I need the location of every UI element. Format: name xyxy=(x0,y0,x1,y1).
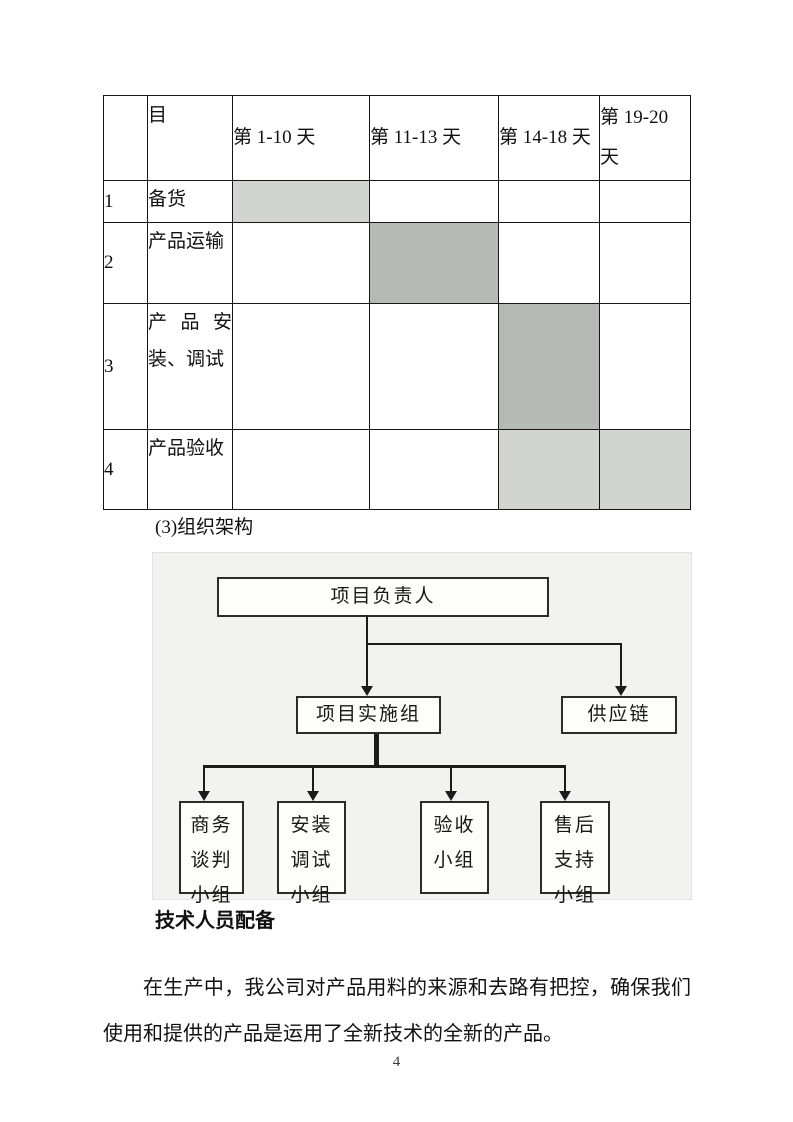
connector-line xyxy=(203,765,205,793)
day-cell xyxy=(369,180,499,223)
day-cell xyxy=(599,222,691,304)
gantt-bar-cell xyxy=(232,180,370,223)
section-label: (3)组织架构 xyxy=(155,517,254,538)
org-box-implementation-group: 项目实施组 xyxy=(296,696,441,734)
connector-line xyxy=(366,643,622,645)
row-number: 4 xyxy=(103,429,148,510)
task-label: 产品验收 xyxy=(147,429,233,510)
arrowhead-icon xyxy=(361,686,373,696)
header-day-col-2: 第 11-13 天 xyxy=(369,95,499,181)
connector-line xyxy=(620,643,622,687)
day-cell xyxy=(369,303,499,430)
header-day-col-3: 第 14-18 天 xyxy=(498,95,600,181)
connector-line xyxy=(374,734,379,768)
org-chart: 项目负责人 项目实施组 供应链 商务谈判小组 安装调试小组 验收小组 售后支持小… xyxy=(152,552,692,906)
task-label: 产品运输 xyxy=(147,222,233,304)
row-number: 3 xyxy=(103,303,148,430)
page-number: 4 xyxy=(392,1054,401,1070)
day-cell xyxy=(599,303,691,430)
org-box-after-sales-support-team: 售后支持小组 xyxy=(540,801,610,906)
arrowhead-icon xyxy=(198,791,210,801)
header-day-col-1: 第 1-10 天 xyxy=(232,95,370,181)
org-box-supply-chain: 供应链 xyxy=(561,696,677,734)
connector-line xyxy=(564,765,566,793)
gantt-bar-cell xyxy=(498,429,600,510)
connector-line xyxy=(366,643,368,687)
table-header-row: 目 第 1-10 天 第 11-13 天 第 14-18 天 第 19-20 天 xyxy=(103,95,691,181)
connector-line xyxy=(366,615,368,645)
row-number: 1 xyxy=(103,180,148,223)
connector-line xyxy=(204,765,566,768)
gantt-bar-cell xyxy=(369,222,499,304)
task-label: 备货 xyxy=(147,180,233,223)
day-cell xyxy=(232,429,370,510)
arrowhead-icon xyxy=(559,791,571,801)
org-box-install-debug-team: 安装调试小组 xyxy=(277,801,346,906)
connector-line xyxy=(312,765,314,793)
org-box-business-negotiation-team: 商务谈判小组 xyxy=(179,801,244,906)
day-cell xyxy=(498,180,600,223)
day-cell xyxy=(369,429,499,510)
day-cell xyxy=(498,222,600,304)
gantt-bar-cell xyxy=(599,429,691,510)
body-paragraph: 在生产中，我公司对产品用料的来源和去路有把控，确保我们使用和提供的产品是运用了全… xyxy=(103,977,691,1045)
header-row-number-cell xyxy=(103,95,148,181)
day-cell xyxy=(599,180,691,223)
header-day-col-4: 第 19-20 天 xyxy=(599,95,691,181)
arrowhead-icon xyxy=(307,791,319,801)
arrowhead-icon xyxy=(615,686,627,696)
subheading: 技术人员配备 xyxy=(155,910,275,932)
day-cell xyxy=(232,222,370,304)
task-label: 产品安装、调试 xyxy=(147,303,233,430)
header-item-cell: 目 xyxy=(147,95,233,181)
day-cell xyxy=(232,303,370,430)
org-box-acceptance-team: 验收小组 xyxy=(420,801,489,894)
connector-line xyxy=(450,765,452,793)
gantt-bar-cell xyxy=(498,303,600,430)
row-number: 2 xyxy=(103,222,148,304)
org-box-project-leader: 项目负责人 xyxy=(217,577,549,617)
schedule-table: 目 第 1-10 天 第 11-13 天 第 14-18 天 第 19-20 天… xyxy=(103,95,691,510)
arrowhead-icon xyxy=(445,791,457,801)
